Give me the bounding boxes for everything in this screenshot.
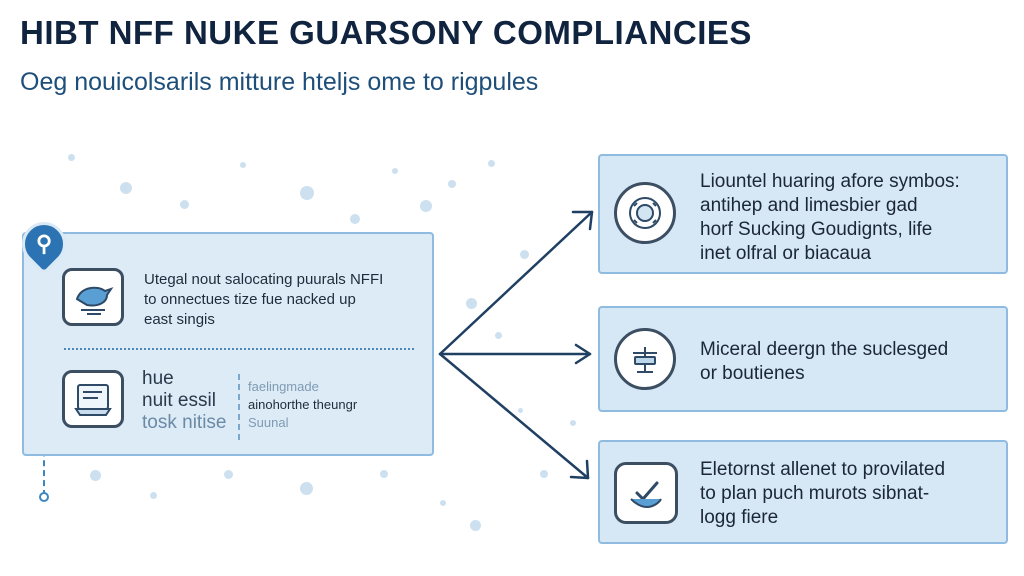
- left-subbox: [238, 374, 396, 440]
- right-panel-2-text: Miceral deergn the suclesged or boutiene…: [700, 339, 949, 384]
- arrow-to-panel-2-head: [574, 343, 592, 365]
- timeline-endpoint: [39, 492, 49, 502]
- emblem-seal-icon: [614, 182, 676, 244]
- arrow-to-panel-1-head: [571, 210, 594, 231]
- right-panel-1: Liountel huaring afore symbos: antihep a…: [598, 154, 1008, 274]
- left-info-panel: Utegal nout salocating puurals NFFI to o…: [22, 232, 434, 456]
- left-item-1-text: Utegal nout salocating puurals NFFI to o…: [144, 271, 384, 328]
- document-tablet-icon: [62, 370, 124, 428]
- right-panel-1-text: Liountel huaring afore symbos: antihep a…: [700, 171, 960, 264]
- hand-checkmark-icon: [614, 462, 678, 524]
- bird-card-icon: [62, 268, 124, 326]
- left-item-2-text: hue nuit essil tosk nitise: [142, 368, 227, 433]
- arrow-to-panel-3-head: [569, 459, 590, 480]
- arrow-to-panel-3: [438, 352, 590, 480]
- right-panel-2: Miceral deergn the suclesged or boutiene…: [598, 306, 1008, 412]
- right-panel-3: Eletornst allenet to provilated to plan …: [598, 440, 1008, 544]
- left-subbox-text: faelingmade ainohorthe theungr Suunal: [248, 379, 358, 430]
- right-panel-3-text: Eletornst allenet to provilated to plan …: [700, 459, 946, 528]
- arrow-to-panel-1: [438, 210, 594, 356]
- balance-scale-icon: [614, 328, 676, 390]
- panel-divider: [64, 348, 414, 350]
- page-title: HIBT NFF NUKE GUARSONY COMPLIANCIES: [20, 14, 752, 51]
- page-subtitle: Oeg nouicolsarils mitture hteljs ome to …: [20, 68, 539, 96]
- pin-glyph: ⚲: [35, 231, 53, 256]
